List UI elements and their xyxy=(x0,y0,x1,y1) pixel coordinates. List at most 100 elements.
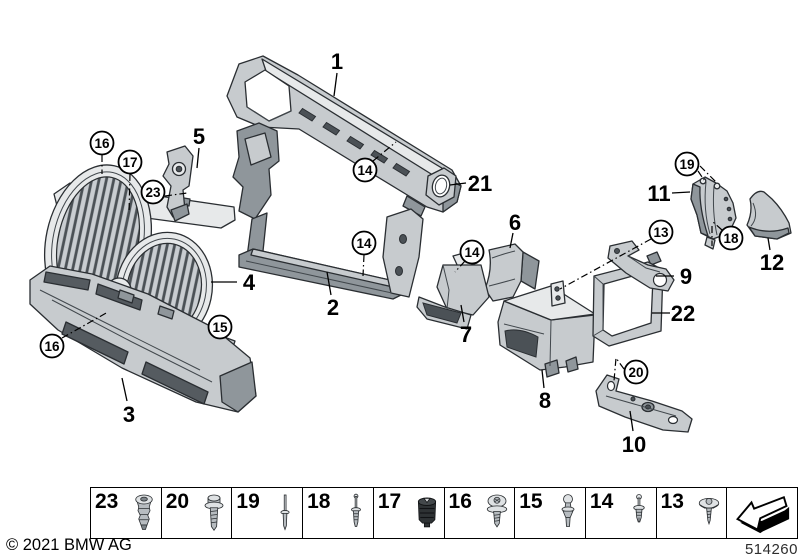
ball-pin-icon xyxy=(553,491,583,535)
callout-3[interactable]: 3 xyxy=(121,377,135,427)
callout-18[interactable]: 18 xyxy=(711,221,744,251)
callout-label: 22 xyxy=(671,301,695,326)
part-1-upper-frame[interactable] xyxy=(226,55,462,217)
callout-circle xyxy=(352,157,378,183)
part-11-air-duct-panel[interactable] xyxy=(690,176,737,250)
legend-number: 23 xyxy=(95,490,119,513)
part-7-air-duct[interactable] xyxy=(416,250,490,330)
callout-12[interactable]: 12 xyxy=(760,237,784,275)
leader-line xyxy=(629,410,634,432)
callout-11[interactable]: 11 xyxy=(647,181,691,206)
callout-19[interactable]: 19 xyxy=(674,151,718,184)
callout-label: 4 xyxy=(243,270,256,295)
diagram-number: 514260 xyxy=(744,541,798,558)
legend-item-15[interactable]: 15 xyxy=(515,488,586,538)
callout-16[interactable]: 16 xyxy=(89,130,115,175)
legend-number: 17 xyxy=(377,490,402,513)
callout-label: 23 xyxy=(145,185,161,200)
legend-number: 18 xyxy=(307,490,331,513)
callout-17[interactable]: 17 xyxy=(117,149,143,214)
callout-circle xyxy=(718,225,744,251)
expansion-rivet-icon xyxy=(624,491,654,535)
legend-item-18[interactable]: 18 xyxy=(303,488,374,538)
callout-22[interactable]: 22 xyxy=(652,301,695,326)
part-8-brake-air-duct[interactable] xyxy=(497,280,596,378)
callout-circle xyxy=(351,230,377,256)
part-6-air-duct[interactable] xyxy=(484,243,540,302)
callout-circle xyxy=(89,130,115,156)
part-21-seal-ring[interactable] xyxy=(425,167,457,206)
callout-14[interactable]: 14 xyxy=(351,230,377,277)
part-3-bumper-carrier[interactable] xyxy=(29,265,257,413)
legend-item-23[interactable]: 23 xyxy=(91,488,162,538)
copyright-text: © 2021 BMW AG xyxy=(6,536,132,554)
callout-5[interactable]: 5 xyxy=(193,124,205,169)
part-5-bracket[interactable] xyxy=(162,145,194,222)
callout-15[interactable]: 15 xyxy=(207,314,233,340)
callout-21[interactable]: 21 xyxy=(449,171,492,196)
callout-1[interactable]: 1 xyxy=(331,49,343,97)
part-10-support-bracket[interactable] xyxy=(595,374,693,433)
legend-item-16[interactable]: 16 xyxy=(445,488,516,538)
part-12-air-duct-corner[interactable] xyxy=(746,190,792,240)
rubber-grommet-icon xyxy=(412,491,442,535)
callout-14[interactable]: 14 xyxy=(352,141,397,183)
legend-item-13[interactable]: 13 xyxy=(657,488,728,538)
leader-line xyxy=(541,369,545,389)
callout-circle xyxy=(459,239,485,265)
leader-line xyxy=(372,141,397,162)
leader-line xyxy=(699,165,718,184)
washer-screw-icon xyxy=(694,491,724,535)
callout-circle xyxy=(117,149,143,175)
part-2-lower-frame-rail[interactable] xyxy=(232,122,424,300)
callout-14[interactable]: 14 xyxy=(454,239,485,273)
callout-label: 2 xyxy=(327,295,339,320)
leader-line xyxy=(121,377,128,402)
callout-label: 6 xyxy=(509,210,521,235)
callout-label: 19 xyxy=(679,157,694,172)
callout-6[interactable]: 6 xyxy=(509,210,521,249)
leader-line xyxy=(61,311,109,339)
leader-line xyxy=(326,271,332,296)
callout-label: 7 xyxy=(460,322,472,347)
leader-line xyxy=(697,170,705,181)
callout-16[interactable]: 16 xyxy=(39,311,109,359)
leader-line xyxy=(164,192,188,197)
callout-label: 16 xyxy=(44,339,60,354)
callout-circle xyxy=(207,314,233,340)
leader-line xyxy=(333,72,338,97)
callout-9[interactable]: 9 xyxy=(656,264,692,289)
callout-label: 21 xyxy=(468,171,492,196)
callout-label: 16 xyxy=(94,136,110,151)
callout-13[interactable]: 13 xyxy=(559,219,674,290)
pin-rivet-icon xyxy=(270,491,300,535)
legend-item-20[interactable]: 20 xyxy=(162,488,233,538)
leader-line xyxy=(454,260,466,273)
legend-item-17[interactable]: 17 xyxy=(374,488,445,538)
callout-8[interactable]: 8 xyxy=(539,369,551,413)
legend-direction-cell xyxy=(727,488,797,538)
direction-arrow-icon xyxy=(733,492,791,534)
callout-label: 14 xyxy=(356,236,372,251)
callout-2[interactable]: 2 xyxy=(326,271,339,320)
legend-item-19[interactable]: 19 xyxy=(232,488,304,538)
callout-7[interactable]: 7 xyxy=(460,304,472,347)
leader-line xyxy=(767,237,771,251)
callout-10[interactable]: 10 xyxy=(622,410,646,457)
callout-20[interactable]: 20 xyxy=(613,356,649,385)
leader-line xyxy=(449,182,467,186)
legend-number: 13 xyxy=(660,490,684,513)
leader-line xyxy=(460,304,465,323)
callout-label: 20 xyxy=(628,365,643,380)
legend-number: 14 xyxy=(589,490,614,513)
expanding-plug-icon xyxy=(129,491,159,535)
callout-label: 3 xyxy=(123,402,135,427)
callout-label: 12 xyxy=(760,250,784,275)
callout-23[interactable]: 23 xyxy=(140,179,188,205)
callout-4[interactable]: 4 xyxy=(211,270,256,295)
torx-screw-icon xyxy=(482,491,512,535)
callout-label: 13 xyxy=(653,225,669,240)
legend-item-14[interactable]: 14 xyxy=(586,488,657,538)
